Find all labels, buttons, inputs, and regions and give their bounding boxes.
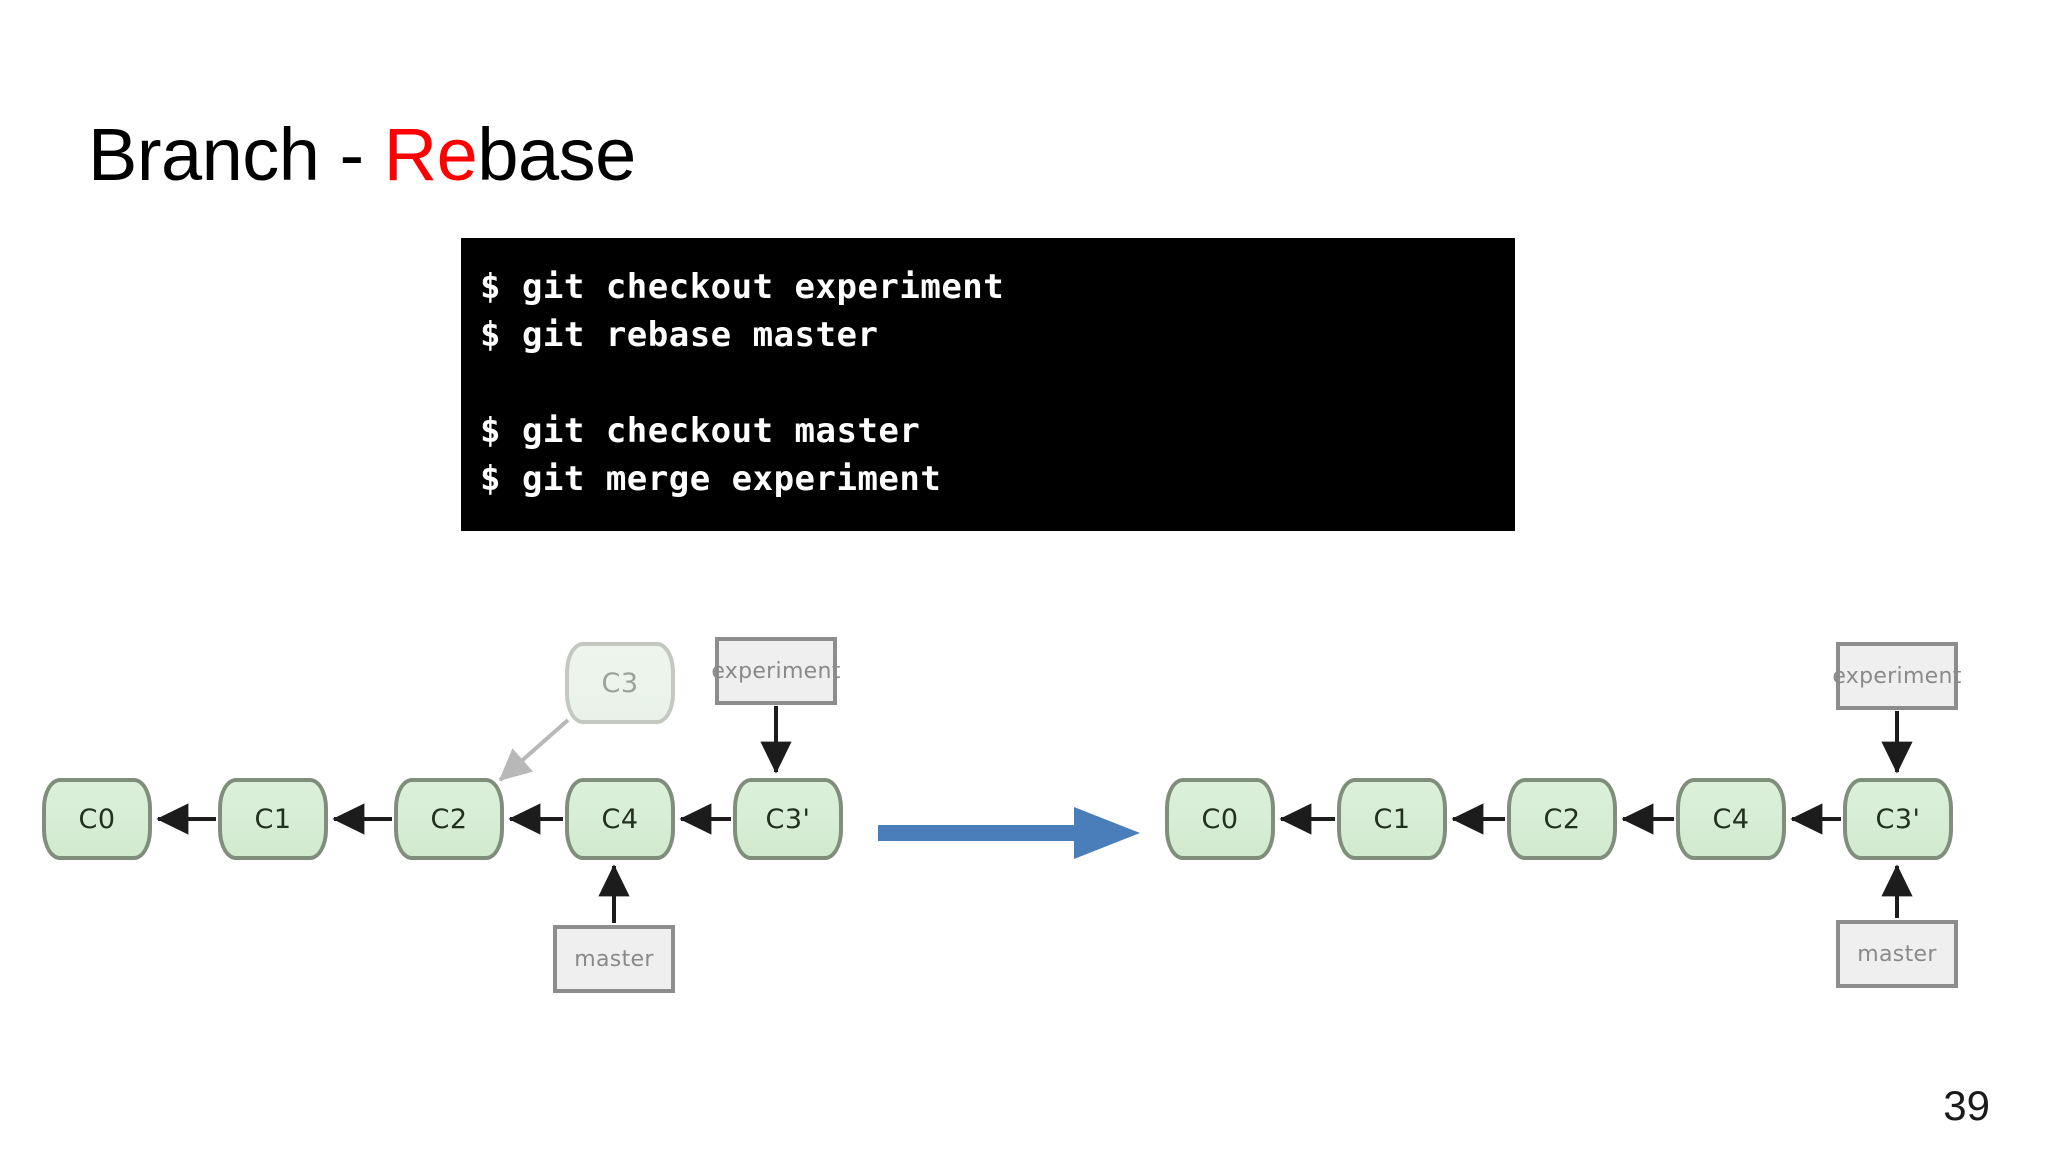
branch-label-experiment-before: experiment bbox=[711, 637, 840, 705]
page-title-prefix: Branch - bbox=[88, 113, 384, 196]
terminal-line-1: $ git checkout experiment bbox=[480, 267, 1005, 307]
branch-label-experiment-after: experiment bbox=[1832, 642, 1961, 710]
commit-node-c3-faded-before: C3 bbox=[565, 642, 675, 724]
terminal-line-2: $ git rebase master bbox=[480, 315, 879, 355]
commit-node-c3prime-after: C3' bbox=[1843, 778, 1953, 860]
rebase-diagram: C0 C1 C2 C4 C3' C3 experiment master C0 … bbox=[0, 600, 2048, 1080]
slide-page-number: 39 bbox=[1943, 1082, 1990, 1129]
commit-node-c0-after: C0 bbox=[1165, 778, 1275, 860]
terminal-line-3 bbox=[480, 359, 1515, 407]
terminal-line-5: $ git merge experiment bbox=[480, 459, 942, 499]
commit-node-c3prime-before: C3' bbox=[733, 778, 843, 860]
transition-arrow-icon bbox=[878, 807, 1140, 859]
commit-node-c2-before: C2 bbox=[394, 778, 504, 860]
commit-node-c0-before: C0 bbox=[42, 778, 152, 860]
terminal-line-4: $ git checkout master bbox=[480, 411, 921, 451]
commit-node-c4-before: C4 bbox=[565, 778, 675, 860]
edge-c3-faded-to-c2 bbox=[498, 718, 570, 782]
branch-label-master-before: master bbox=[553, 925, 675, 993]
branch-label-master-after: master bbox=[1836, 920, 1958, 988]
terminal-code-block: $ git checkout experiment $ git rebase m… bbox=[461, 238, 1515, 531]
page-title-suffix: base bbox=[477, 113, 636, 196]
commit-node-c4-after: C4 bbox=[1676, 778, 1786, 860]
commit-node-c2-after: C2 bbox=[1507, 778, 1617, 860]
page-title-accent: Re bbox=[383, 113, 478, 196]
commit-node-c1-before: C1 bbox=[218, 778, 328, 860]
page-title: Branch - Rebase bbox=[88, 118, 636, 192]
commit-node-c1-after: C1 bbox=[1337, 778, 1447, 860]
